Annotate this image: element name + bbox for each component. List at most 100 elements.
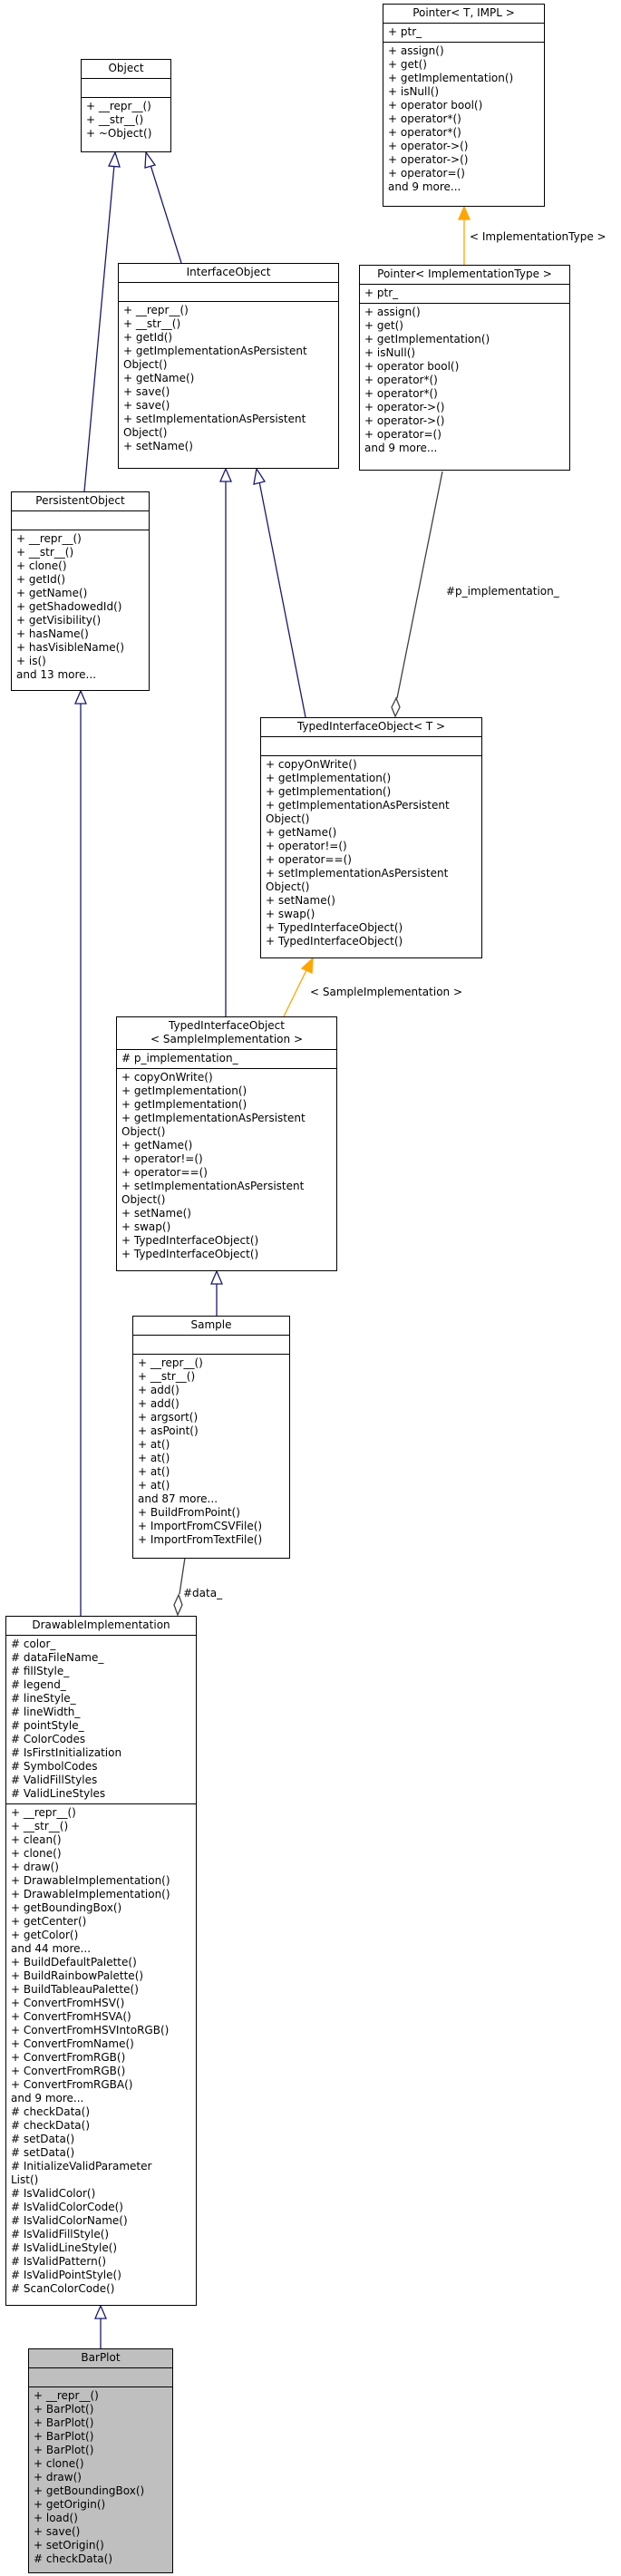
class-method: and 44 more... — [11, 1942, 92, 1955]
class-method: + getName() — [123, 372, 195, 384]
class-title: TypedInterfaceObject< SampleImplementati… — [117, 1017, 336, 1050]
class-method: + hasVisibleName() — [16, 641, 125, 654]
class-method: + __str__() — [123, 317, 181, 330]
class-method: + get() — [388, 58, 427, 71]
class-typed-interface-object-t[interactable]: TypedInterfaceObject< T >+ copyOnWrite()… — [260, 717, 482, 958]
class-pointer-implementation-type[interactable]: Pointer< ImplementationType >+ ptr_+ ass… — [359, 265, 570, 471]
class-method: + ConvertFromRGBA() — [11, 2078, 133, 2091]
class-method: List() — [11, 2173, 39, 2186]
class-attributes — [82, 79, 170, 98]
class-method: + setOrigin() — [34, 2539, 104, 2552]
class-method: # checkData() — [34, 2552, 113, 2565]
class-drawable-implementation[interactable]: DrawableImplementation# color_# dataFile… — [5, 1616, 197, 2306]
class-method: + clone() — [34, 2457, 84, 2470]
class-method: + operator*() — [364, 374, 438, 386]
edge-p-implementation — [396, 471, 443, 699]
class-method: + copyOnWrite() — [121, 1071, 213, 1084]
edge-label-sample-implementation: < SampleImplementation > — [310, 986, 463, 998]
class-method: + at() — [138, 1452, 170, 1464]
class-attributes — [119, 283, 338, 302]
class-method: + getId() — [16, 573, 66, 586]
class-method: + operator!=() — [266, 840, 347, 852]
class-method: + BarPlot() — [34, 2430, 94, 2443]
class-method: + operator*() — [364, 387, 438, 400]
class-method: + getImplementation() — [388, 72, 514, 84]
class-method: + operator!=() — [121, 1152, 203, 1165]
class-method: + getImplementationAsPersistent — [266, 799, 450, 812]
class-method: + save() — [34, 2525, 81, 2538]
class-attributes: # p_implementation_ — [117, 1050, 336, 1069]
class-method: + getName() — [121, 1139, 193, 1152]
template-arrow — [300, 957, 314, 974]
class-method: + TypedInterfaceObject() — [121, 1248, 259, 1260]
class-method: + operator bool() — [364, 360, 460, 373]
class-method: + BuildFromPoint() — [138, 1506, 240, 1519]
class-method: # IsValidColorName() — [11, 2214, 128, 2227]
class-attribute: + ptr_ — [388, 25, 422, 38]
class-method: Object() — [123, 358, 168, 371]
edge-interfaceobject-object — [150, 164, 182, 264]
class-attribute: # pointStyle_ — [11, 1719, 84, 1732]
class-method: + ConvertFromHSVA() — [11, 2010, 131, 2023]
class-pointer-t-impl[interactable]: Pointer< T, IMPL >+ ptr_ + assign()+ get(… — [383, 4, 545, 207]
class-method: + __repr__() — [11, 1806, 76, 1819]
class-title: Pointer< T, IMPL > — [383, 5, 544, 24]
class-attribute: # ValidFillStyles — [11, 1774, 98, 1786]
class-title: DrawableImplementation — [6, 1617, 196, 1636]
inheritance-arrow — [108, 151, 121, 168]
class-method: + assign() — [388, 44, 444, 57]
class-method: + assign() — [364, 306, 421, 318]
class-methods: + __repr__()+ __str__()+ add()+ add()+ a… — [133, 1355, 289, 1550]
class-method: + ConvertFromRGB() — [11, 2051, 126, 2064]
class-barplot[interactable]: BarPlot+ __repr__()+ BarPlot()+ BarPlot(… — [28, 2348, 173, 2573]
class-methods: + assign()+ get()+ getImplementation() + … — [383, 43, 544, 197]
class-method: + BarPlot() — [34, 2444, 94, 2456]
edge-label-data: #data_ — [183, 1587, 223, 1599]
class-attribute: # lineWidth_ — [11, 1706, 81, 1718]
class-method: + getImplementationAsPersistent — [121, 1112, 306, 1124]
class-typed-interface-object-sample[interactable]: TypedInterfaceObject< SampleImplementati… — [116, 1016, 337, 1271]
class-sample[interactable]: Sample + __repr__()+ __str__()+ add()+ ad… — [132, 1316, 290, 1559]
class-method: + getBoundingBox() — [11, 1901, 122, 1914]
class-method: + add() — [138, 1384, 180, 1396]
class-method: + isNull() — [364, 346, 416, 359]
class-method: Object() — [266, 812, 310, 825]
class-attribute: # dataFileName_ — [11, 1651, 104, 1664]
inheritance-arrow — [94, 2304, 107, 2319]
class-object[interactable]: Object+ __repr__()+ __str__()+ ~Object() — [81, 59, 171, 152]
class-method: + __repr__() — [86, 100, 151, 112]
class-method: + BuildTableauPalette() — [11, 1983, 139, 1996]
class-name: Object — [108, 62, 144, 74]
class-method: + BarPlot() — [34, 2403, 94, 2416]
class-method: + getVisibility() — [16, 614, 102, 627]
class-method: + swap() — [266, 908, 315, 920]
class-attributes — [133, 1336, 289, 1355]
class-method: + operator->() — [388, 153, 469, 166]
edge-data — [179, 1557, 186, 1595]
class-attributes — [261, 737, 481, 756]
class-method: + TypedInterfaceObject() — [121, 1234, 259, 1247]
class-title: Sample — [133, 1317, 289, 1336]
class-method: + asPoint() — [138, 1424, 199, 1437]
class-title: BarPlot — [29, 2349, 172, 2368]
inheritance-arrow — [74, 689, 87, 705]
class-method: + save() — [123, 399, 170, 412]
class-method: and 9 more... — [11, 2092, 84, 2105]
class-method: + save() — [123, 385, 170, 398]
class-method: + ImportFromTextFile() — [138, 1533, 263, 1546]
template-arrow — [458, 205, 471, 220]
class-method: + at() — [138, 1479, 170, 1492]
inheritance-arrow — [219, 467, 232, 482]
class-method: + operator->() — [364, 414, 445, 427]
class-method: + clean() — [11, 1833, 62, 1846]
class-persistent-object[interactable]: PersistentObject+ __repr__()+ __str__()+… — [11, 491, 150, 691]
inheritance-arrow — [210, 1269, 223, 1285]
class-attribute: # ColorCodes — [11, 1733, 86, 1745]
class-method: + ConvertFromHSVIntoRGB() — [11, 2024, 170, 2036]
class-method: # IsValidLineStyle() — [11, 2241, 118, 2254]
class-method: + ~Object() — [86, 127, 152, 140]
class-method: + getId() — [123, 331, 173, 344]
class-interface-object[interactable]: InterfaceObject+ __repr__()+ __str__()+ … — [118, 263, 339, 469]
edge-persistentobject-object — [83, 164, 115, 492]
class-method: and 9 more... — [388, 180, 461, 193]
